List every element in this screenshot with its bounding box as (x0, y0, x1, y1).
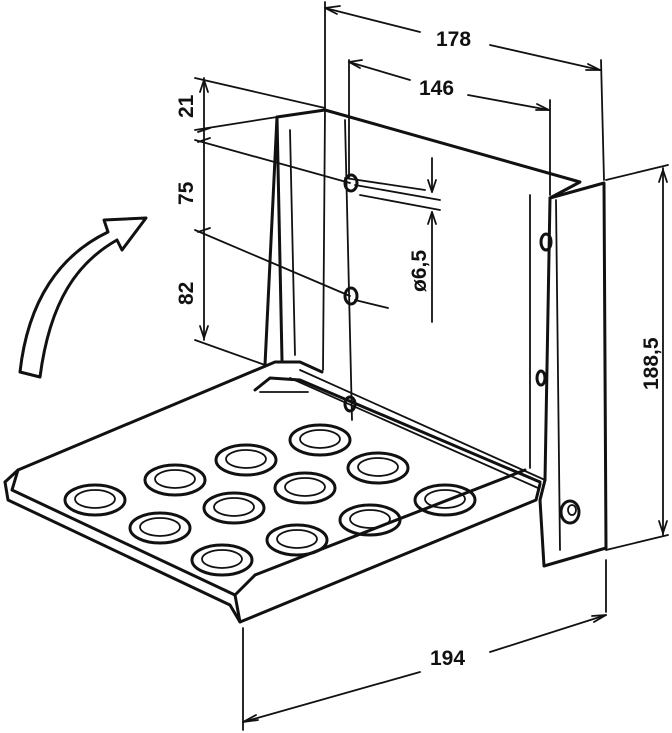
tray-hole (214, 443, 278, 477)
fold-tray (3, 360, 546, 624)
label-146: 146 (419, 77, 454, 100)
dimension-hole-diameter (344, 157, 441, 323)
tray-hole-inner (299, 429, 341, 449)
tray-hole (128, 511, 192, 545)
tray-hole (265, 523, 329, 557)
tray-hole-grid (63, 423, 477, 577)
label-178: 178 (436, 28, 471, 51)
mounting-hole (343, 286, 359, 306)
label-194: 194 (430, 647, 465, 670)
tray-hole-inner (201, 549, 243, 569)
label-hole-diameter: ø6,5 (408, 250, 431, 292)
label-188-5: 188,5 (640, 337, 663, 390)
tray-hole-inner (74, 489, 116, 509)
tray-hole-inner (284, 477, 326, 497)
tray-hole (338, 503, 402, 537)
tray-hole (143, 463, 207, 497)
tray-hole (202, 491, 266, 525)
dimension-178: 178 (324, 1, 605, 181)
pivot-bolt (559, 499, 581, 525)
label-75: 75 (175, 181, 198, 205)
tray-hole-inner (357, 457, 399, 477)
mounting-holes (343, 173, 553, 413)
mounting-hole (539, 232, 553, 252)
side-bracket (538, 181, 608, 568)
mounting-hole (343, 173, 359, 193)
label-82: 82 (175, 282, 198, 305)
dimension-vertical-left (194, 77, 351, 366)
mounting-hole (535, 369, 547, 387)
tray-hole-inner (225, 449, 267, 469)
label-21: 21 (175, 94, 198, 118)
dimension-194: 194 (242, 559, 607, 731)
tray-hole (288, 423, 352, 457)
tray-hole-inner (139, 517, 181, 537)
tray-hole-inner (276, 529, 318, 549)
tray-hole (190, 543, 254, 577)
tray-hole (346, 451, 410, 485)
tray-hole (273, 471, 337, 505)
tray-hole (63, 483, 127, 517)
tray-hole-inner (154, 469, 196, 489)
dimension-146: 146 (348, 59, 551, 196)
tray-hole-inner (424, 489, 466, 509)
tray-hole-inner (349, 509, 391, 529)
tray-hole (413, 483, 477, 517)
curved-up-arrow-icon (18, 216, 148, 379)
tray-hole-inner (213, 497, 255, 517)
dimension-188-5 (605, 164, 669, 551)
